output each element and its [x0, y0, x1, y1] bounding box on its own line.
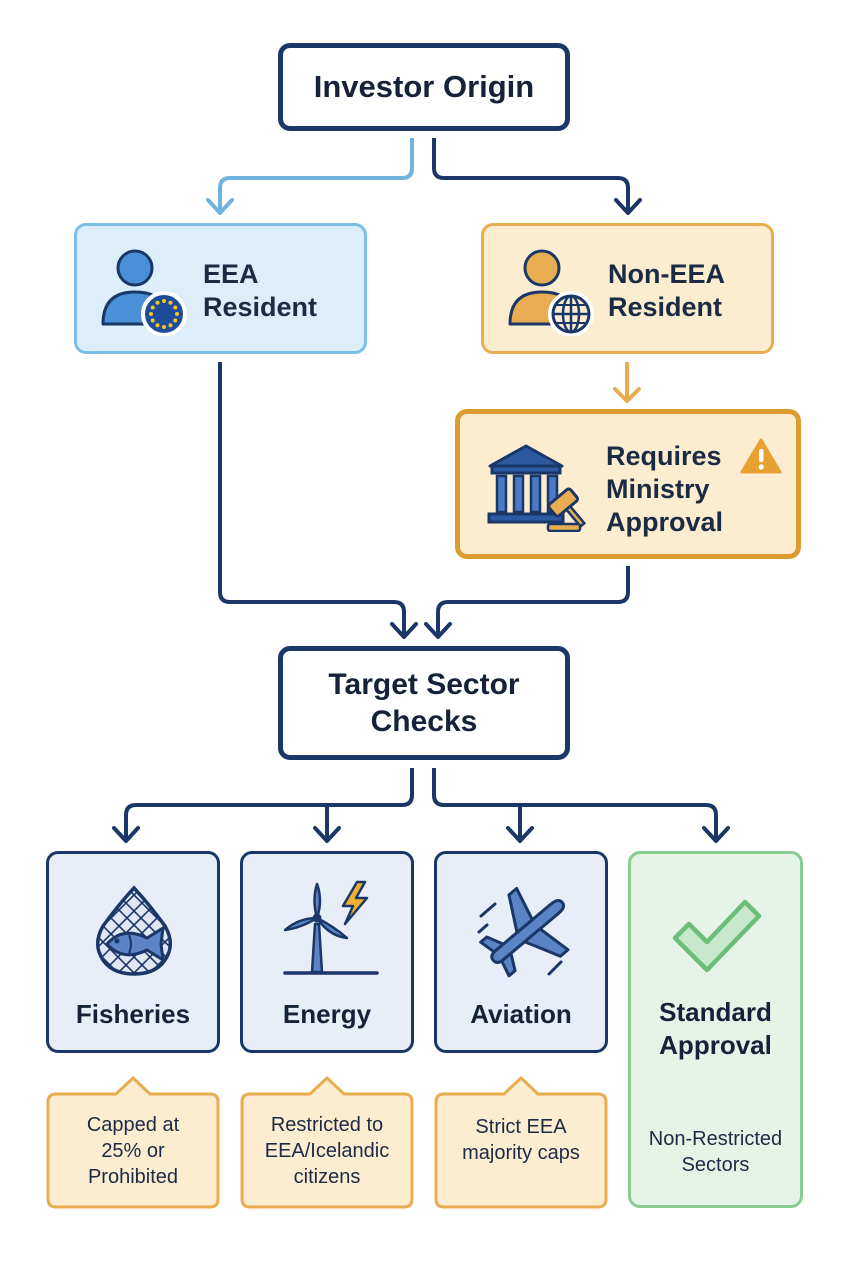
fish-net-icon [95, 885, 173, 976]
standard-approval-note: Non-Restricted Sectors [648, 1128, 783, 1176]
investor-origin-label: Investor Origin [313, 69, 535, 104]
standard-approval-node: Standard Approval Non-Restricted Sectors [628, 851, 803, 1208]
aviation-label: Aviation [470, 999, 572, 1029]
investor-origin-node: Investor Origin [278, 43, 570, 131]
standard-approval-label: Standard Approval [659, 997, 772, 1060]
wind-turbine-icon [283, 880, 379, 975]
ministry-approval-node: Requires Ministry Approval [455, 409, 801, 559]
warning-icon [740, 438, 782, 474]
fisheries-note: Capped at 25% or Prohibited [46, 1074, 220, 1209]
eea-resident-label: EEA Resident [203, 259, 318, 322]
energy-note: Restricted to EEA/Icelandic citizens [240, 1074, 414, 1209]
checkmark-icon [672, 899, 762, 973]
eu-resident-icon [101, 249, 187, 336]
government-building-gavel-icon [487, 444, 587, 532]
sector-fisheries: Fisheries [46, 851, 220, 1053]
non-eea-resident-label: Non-EEA Resident [608, 259, 725, 322]
aviation-note: Strict EEA majority caps [434, 1074, 608, 1209]
fisheries-label: Fisheries [75, 999, 191, 1029]
non-eea-resident-node: Non-EEA Resident [481, 223, 774, 354]
energy-label: Energy [282, 999, 372, 1029]
eea-resident-node: EEA Resident [74, 223, 367, 354]
target-sector-checks-node: Target Sector Checks [278, 646, 570, 760]
sector-aviation: Aviation [434, 851, 608, 1053]
ministry-approval-label: Requires Ministry Approval [606, 441, 724, 537]
target-sector-checks-label: Target Sector Checks [328, 668, 520, 738]
sector-energy: Energy [240, 851, 414, 1053]
globe-resident-icon [508, 249, 594, 336]
airplane-icon [477, 887, 570, 978]
